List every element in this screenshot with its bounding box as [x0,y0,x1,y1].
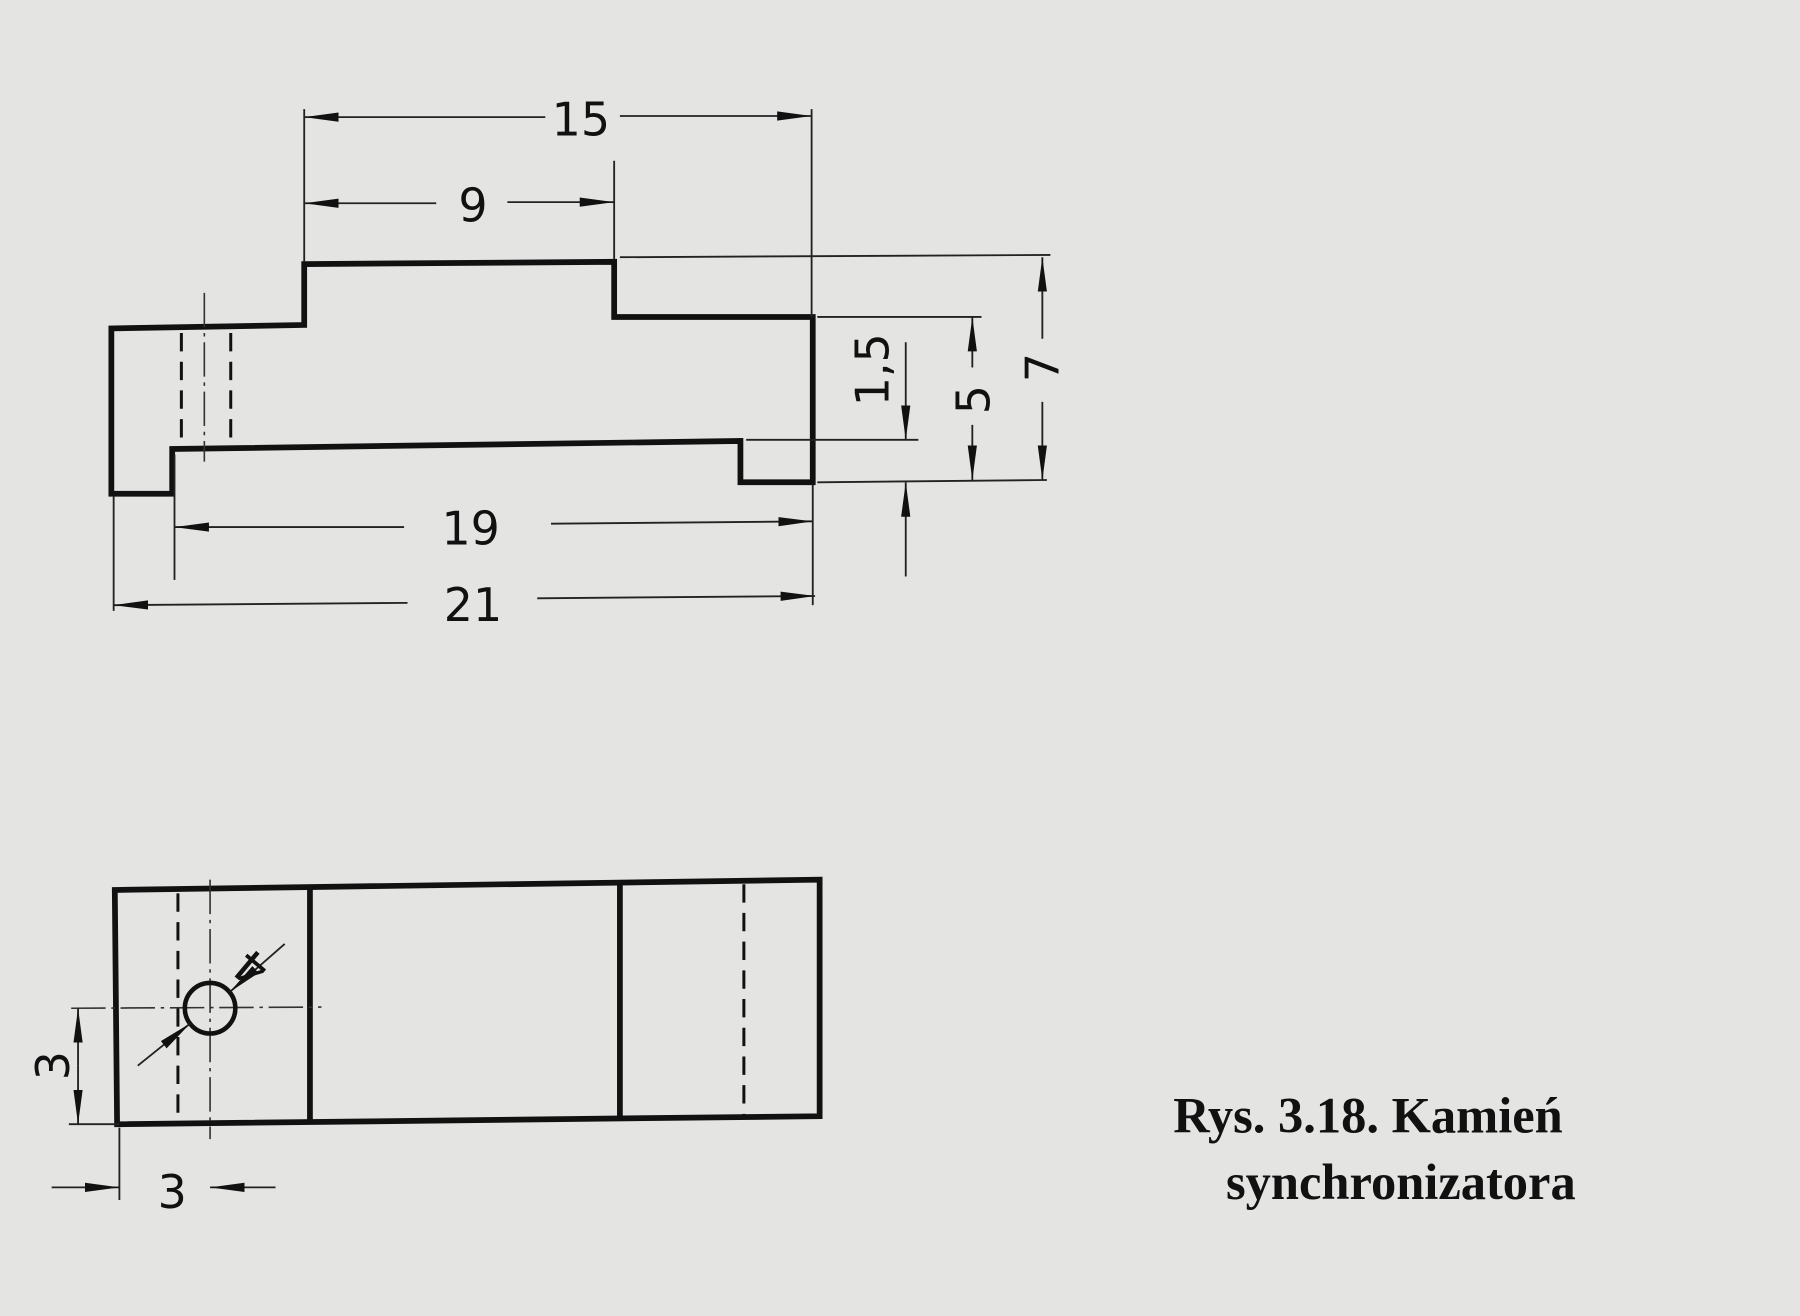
center-line [71,1006,322,1010]
front-view: 15 9 7 5 1,5 19 21 [108,92,1069,632]
dim-length-total: 21 [444,578,502,632]
extension-lines [112,109,1051,611]
dim-hole-y: 3 [26,1051,80,1080]
top-view: 4 3 3 [26,876,823,1219]
dim-height-total: 7 [1015,353,1069,382]
top-view-outline [111,876,823,1128]
dim-height-mid: 5 [947,385,1001,414]
figure-caption-line1: Rys. 3.18. Kamień [1173,1087,1563,1143]
figure-caption-line2: synchronizatora [1226,1154,1576,1210]
dim-overall-top: 15 [552,92,610,146]
dim-hole-diameter: 4 [223,938,280,998]
front-view-outline [108,258,816,497]
dim-length-lower: 19 [441,501,499,555]
dim-height-small: 1,5 [846,333,900,406]
hole [182,980,238,1036]
dim-hole-x: 3 [158,1165,187,1219]
dim-step-top: 9 [458,179,487,233]
